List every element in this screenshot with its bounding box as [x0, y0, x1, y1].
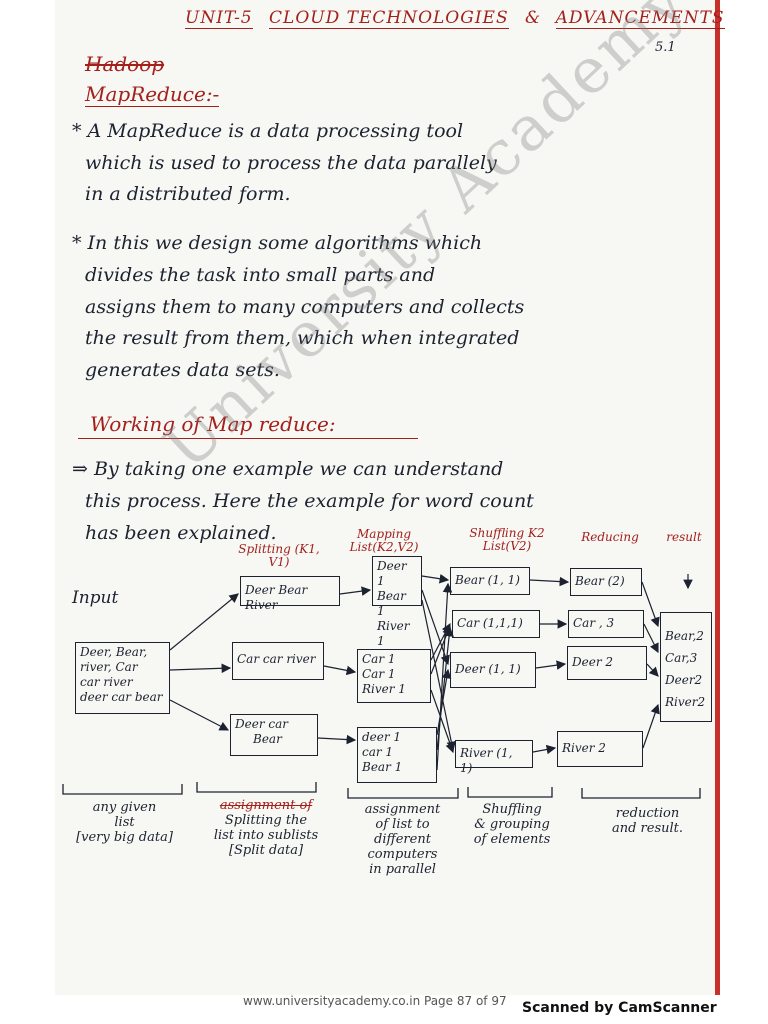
header-title-1: CLOUD TECHNOLOGIES [269, 8, 509, 29]
page-number: 5.1 [655, 40, 676, 55]
caption-split: assignment of Splitting the list into su… [196, 798, 336, 858]
caption-line: list into sublists [213, 828, 319, 843]
unit-label: UNIT-5 [185, 8, 253, 29]
page-margin-line [715, 0, 720, 995]
caption-line: list [114, 815, 135, 830]
caption-line: reduction [615, 806, 680, 821]
split-line: Deer car [235, 717, 288, 731]
caption-line: of list to [375, 817, 430, 832]
map-line: Bear 1 [362, 760, 403, 774]
map-line: deer 1 [362, 730, 402, 744]
caption-line: assignment of [219, 798, 313, 813]
hadoop-heading: Hadoop [85, 52, 165, 76]
shuffle-box-river: River (1, 1) [455, 740, 533, 775]
caption-reduce: reduction and result. [585, 806, 710, 836]
result-line: Deer2 [665, 673, 703, 687]
para1-line-1: * A MapReduce is a data processing tool [72, 120, 464, 142]
caption-line: Splitting the [224, 813, 308, 828]
result-line: Car,3 [665, 651, 698, 665]
caption-line: & grouping [474, 817, 550, 832]
input-line: deer car bear [80, 690, 163, 704]
caption-input: any given list [very big data] [62, 800, 187, 845]
scanner-credit: Scanned by CamScanner [522, 1000, 717, 1016]
caption-line: [Split data] [228, 843, 304, 858]
stage-label-shuffling: Shuffling K2 List(V2) [469, 526, 545, 553]
map-line: Bear 1 [377, 589, 406, 618]
result-line: Bear,2 [665, 629, 704, 643]
result-box: Bear,2 Car,3 Deer2 River2 [660, 612, 712, 722]
map-box-2: Car 1 Car 1 River 1 [357, 649, 431, 703]
para2-line-2: divides the task into small parts and [85, 264, 436, 286]
caption-line: in parallel [369, 862, 436, 877]
input-box: Deer, Bear, river, Car car river deer ca… [75, 642, 170, 714]
shuffle-box-car: Car (1,1,1) [452, 610, 540, 638]
input-line: car river [80, 675, 133, 689]
caption-map: assignment of list to different computer… [345, 802, 460, 877]
reduce-box-river: River 2 [557, 731, 643, 767]
para1-line-3: in a distributed form. [85, 183, 291, 205]
map-line: Car 1 [362, 652, 396, 666]
caption-line: of elements [473, 832, 551, 847]
stage-label-splitting: Splitting (K1, V1) [238, 542, 320, 569]
input-line: Deer, Bear, [80, 645, 148, 659]
map-box-1: Deer 1 Bear 1 River 1 [372, 556, 422, 648]
split-box-3: Deer car Bear [230, 714, 318, 756]
input-label: Input [72, 588, 119, 608]
para2-line-1: * In this we design some algorithms whic… [72, 232, 483, 254]
split-box-2: Car car river [232, 642, 324, 680]
caption-line: [very big data] [76, 830, 173, 845]
para2-line-5: generates data sets. [85, 359, 280, 381]
map-line: River 1 [377, 619, 410, 648]
caption-line: computers [367, 847, 438, 862]
caption-line: Shuffling [482, 802, 542, 817]
caption-line: any given [92, 800, 157, 815]
stage-label-mapping: Mapping List(K2,V2) [349, 527, 419, 554]
map-line: Car 1 [362, 667, 396, 681]
reduce-box-car: Car , 3 [568, 610, 644, 638]
map-line: River 1 [362, 682, 406, 696]
notebook-page [55, 0, 715, 995]
unit-header: UNIT-5 CLOUD TECHNOLOGIES & ADVANCEMENTS [185, 8, 735, 29]
shuffle-box-bear: Bear (1, 1) [450, 567, 530, 595]
map-box-3: deer 1 car 1 Bear 1 [357, 727, 437, 783]
caption-shuffle: Shuffling & grouping of elements [462, 802, 562, 847]
split-line: Car car river [237, 652, 316, 666]
stage-label-result: result [666, 530, 702, 544]
map-line: car 1 [362, 745, 394, 759]
input-line: river, Car [80, 660, 138, 674]
stage-label-reducing: Reducing [581, 530, 639, 544]
split-box-1: Deer Bear River [240, 576, 340, 612]
working-line-3: has been explained. [85, 522, 277, 544]
working-line-1: ⇒ By taking one example we can understan… [72, 458, 504, 480]
para2-line-3: assigns them to many computers and colle… [85, 296, 525, 318]
working-heading-underline [78, 438, 418, 439]
result-line: River2 [665, 695, 706, 709]
caption-line: and result. [611, 821, 684, 836]
split-line: Deer Bear River [245, 583, 308, 612]
footer-text: www.universityacademy.co.in Page 87 of 9… [243, 994, 507, 1008]
para2-line-4: the result from them, which when integra… [85, 327, 520, 349]
reduce-box-bear: Bear (2) [570, 568, 642, 596]
caption-line: assignment [364, 802, 441, 817]
split-line: Bear [253, 732, 282, 746]
header-amp: & [525, 8, 542, 28]
header-title-2: ADVANCEMENTS [555, 8, 725, 29]
working-line-2: this process. Here the example for word … [85, 490, 534, 512]
map-line: Deer 1 [377, 559, 407, 588]
para1-line-2: which is used to process the data parall… [85, 152, 497, 174]
caption-line: different [374, 832, 431, 847]
reduce-box-deer: Deer 2 [567, 646, 647, 680]
working-heading: Working of Map reduce: [90, 412, 336, 436]
mapreduce-heading: MapReduce:- [85, 82, 220, 107]
